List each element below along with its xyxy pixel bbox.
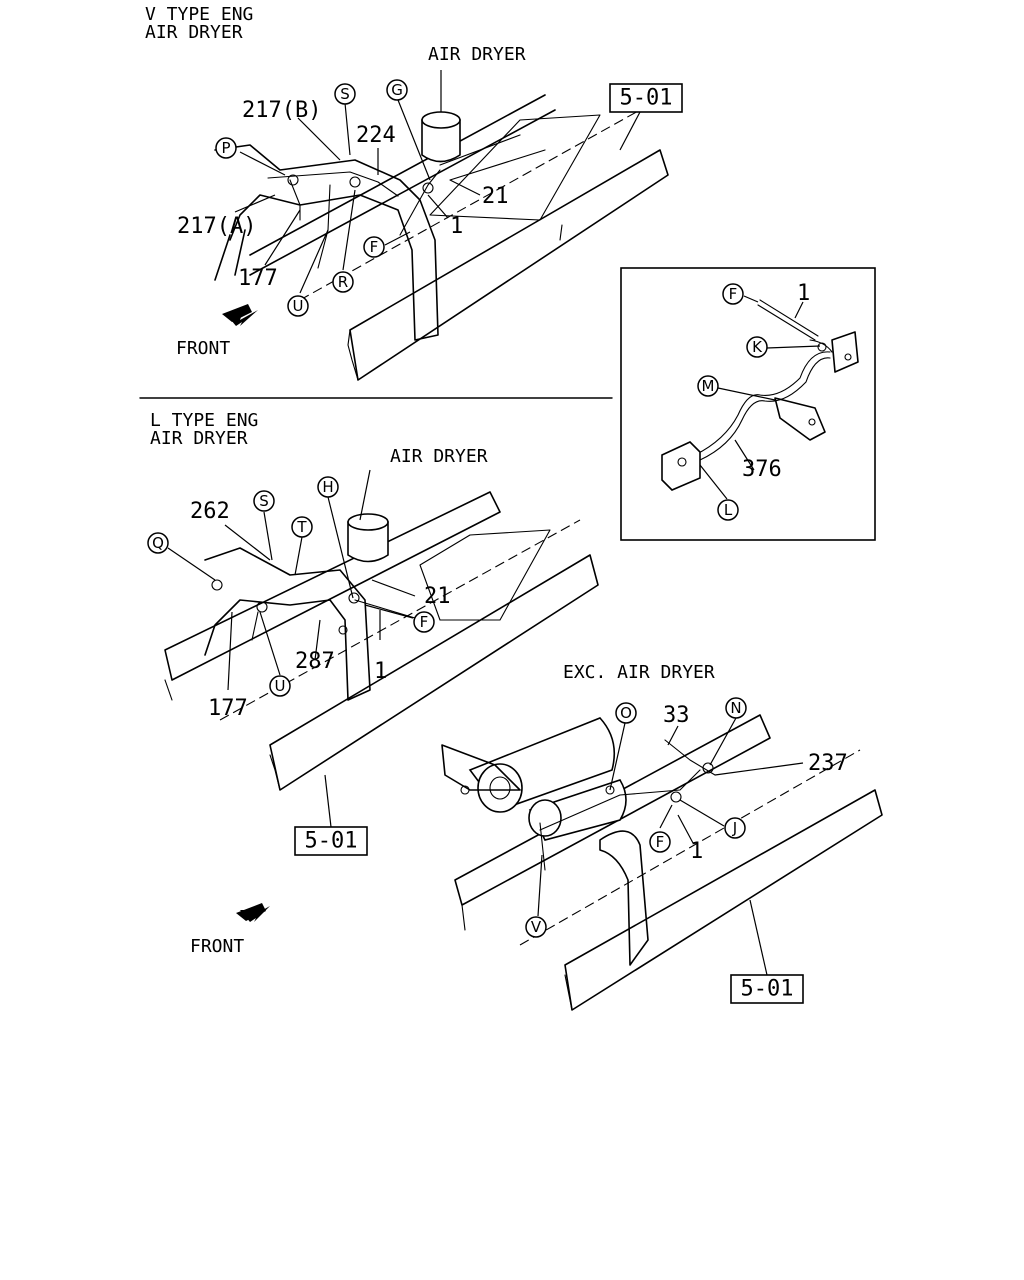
svg-text:H: H	[322, 478, 333, 496]
e-callout-n: N	[725, 697, 747, 719]
svg-text:S: S	[259, 492, 269, 510]
detail-frame	[620, 267, 876, 541]
svg-text:P: P	[221, 139, 230, 157]
exc-ref-box	[730, 974, 804, 1004]
l-callout-u: U	[269, 675, 291, 697]
svg-text:S: S	[340, 85, 350, 103]
e-part-33: 33	[663, 703, 690, 728]
e-callout-f: F	[649, 831, 671, 853]
d-callout-f: F	[722, 283, 744, 305]
svg-text:U: U	[275, 677, 286, 695]
v-callout-s: S	[334, 83, 356, 105]
d-callout-k: K	[746, 336, 768, 358]
svg-text:L: L	[724, 501, 733, 519]
v-callout-f: F	[363, 236, 385, 258]
l-part-21: 21	[424, 584, 451, 609]
v-part-177: 177	[238, 266, 278, 291]
svg-text:U: U	[293, 297, 304, 315]
v-part-1: 1	[450, 214, 463, 239]
e-part-237: 237	[808, 751, 848, 776]
svg-text:F: F	[370, 238, 379, 256]
v-callout-p: P	[215, 137, 237, 159]
svg-text:F: F	[420, 613, 429, 631]
l-part-262: 262	[190, 499, 230, 524]
svg-text:F: F	[729, 285, 738, 303]
svg-text:M: M	[702, 377, 715, 395]
v-callout-u: U	[287, 295, 309, 317]
e-callout-v: V	[525, 916, 547, 938]
l-callout-t: T	[291, 516, 313, 538]
svg-text:V: V	[531, 918, 542, 936]
svg-text:F: F	[656, 833, 665, 851]
l-type-ref-box-label: 5-01	[305, 829, 358, 854]
exc-section: EXC. AIR DRYER	[441, 662, 883, 1011]
l-type-title-line2: AIR DRYER	[150, 428, 248, 449]
v-callout-g: G	[386, 79, 408, 101]
l-callout-q: Q	[147, 532, 169, 554]
v-part-21: 21	[482, 184, 509, 209]
l-part-287: 287	[295, 649, 335, 674]
v-part-224: 224	[356, 123, 396, 148]
svg-text:Q: Q	[152, 534, 164, 552]
d-callout-l: L	[717, 499, 739, 521]
l-part-177: 177	[208, 696, 248, 721]
l-type-ref-box	[294, 826, 368, 856]
svg-text:G: G	[391, 81, 403, 99]
svg-text:R: R	[338, 273, 348, 291]
exc-ref-box-label: 5-01	[741, 977, 794, 1002]
d-part-376: 376	[742, 457, 782, 482]
l-callout-f: F	[413, 611, 435, 633]
l-callout-h: H	[317, 476, 339, 498]
v-part-217a: 217(A)	[177, 214, 256, 239]
l-part-1: 1	[374, 659, 387, 684]
svg-text:N: N	[730, 699, 741, 717]
l-front-label: FRONT	[190, 936, 244, 957]
l-type-title-line1: L TYPE ENG	[150, 410, 258, 431]
d-part-1: 1	[797, 281, 810, 306]
v-callout-r: R	[332, 271, 354, 293]
v-type-ref-box	[609, 83, 683, 113]
exc-title: EXC. AIR DRYER	[563, 662, 715, 683]
v-front-label: FRONT	[176, 338, 230, 359]
detail-section: 1 376 F K M L	[620, 267, 876, 541]
v-type-title-line1: V TYPE ENG	[145, 4, 253, 25]
v-type-air-dryer-label: AIR DRYER	[428, 44, 526, 65]
exc-frame	[441, 714, 883, 1011]
e-callout-o: O	[615, 702, 637, 724]
svg-text:T: T	[296, 518, 307, 536]
e-part-1: 1	[690, 839, 703, 864]
v-type-ref-box-label: 5-01	[620, 86, 673, 111]
l-type-section: L TYPE ENG AIR DRYER AIR DRYER	[147, 410, 599, 957]
l-type-air-dryer-label: AIR DRYER	[390, 446, 488, 467]
v-type-title-line2: AIR DRYER	[145, 22, 243, 43]
v-type-section: V TYPE ENG AIR DRYER AIR DRYER	[145, 4, 683, 381]
v-part-217b: 217(B)	[242, 98, 321, 123]
svg-text:K: K	[752, 338, 763, 356]
e-callout-j: J	[724, 817, 746, 839]
l-callout-s: S	[253, 490, 275, 512]
d-callout-m: M	[697, 375, 719, 397]
svg-text:O: O	[620, 704, 632, 722]
svg-text:J: J	[732, 819, 737, 837]
v-type-frame	[214, 94, 669, 381]
